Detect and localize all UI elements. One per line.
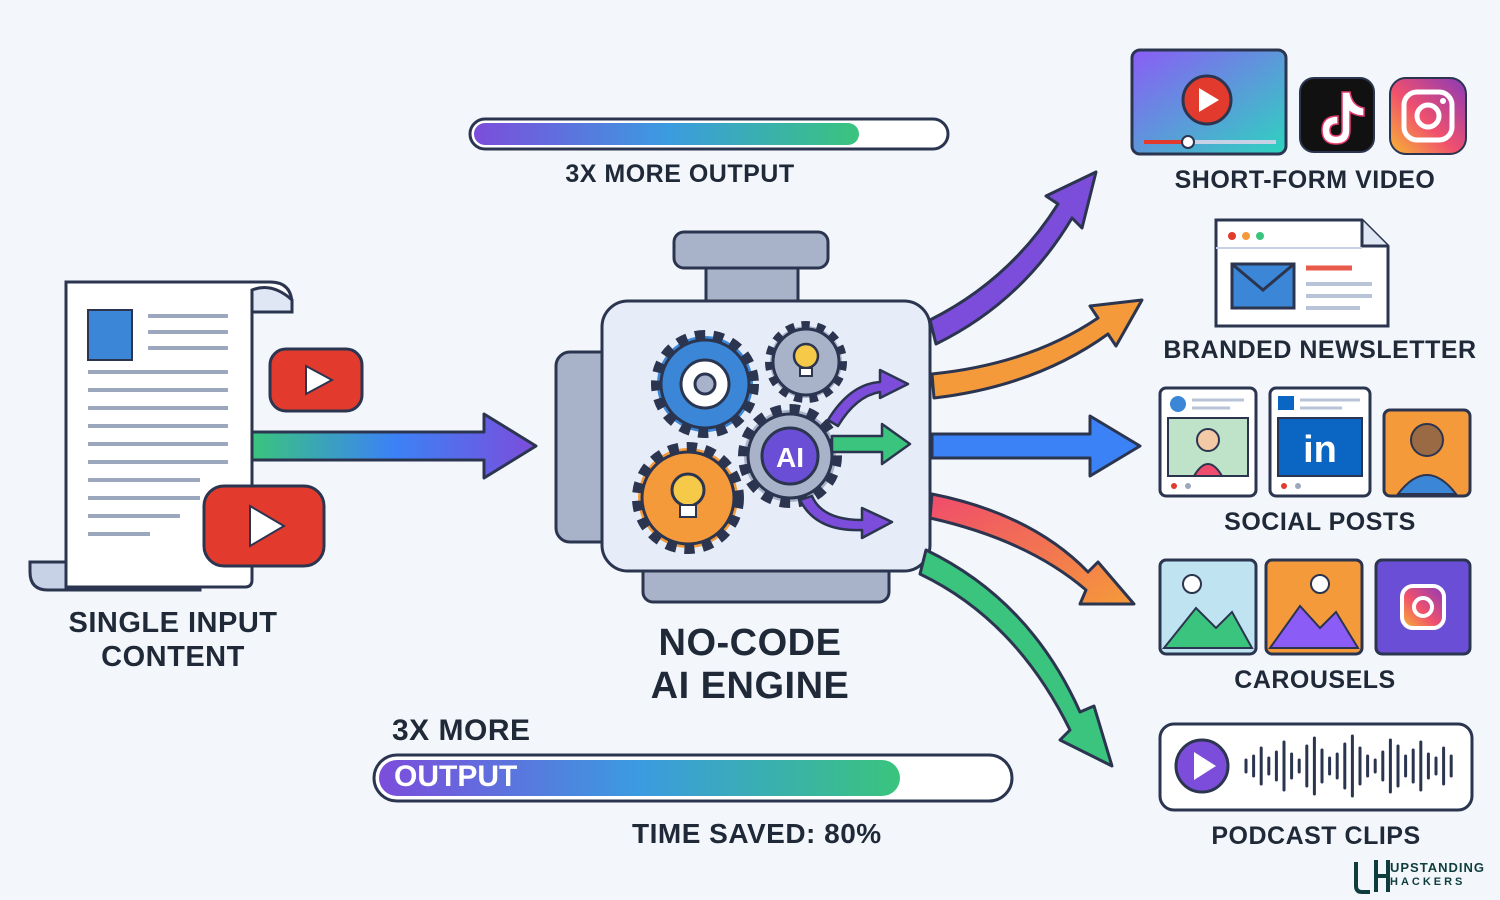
output-arrow [930,414,1142,478]
brand-logo: UPSTANDING HACKERS [1352,858,1498,894]
input-arrow [250,412,538,480]
output-label-podcast-clips: PODCAST CLIPS [1211,822,1421,850]
ai-chip-text: AI [776,442,804,473]
social-post-card [1158,386,1258,498]
avatar-card [1382,408,1472,498]
audio-waveform [1244,734,1453,798]
linkedin-icon [1277,417,1363,477]
output-label-social-posts: SOCIAL POSTS [1224,508,1416,536]
video-player-icon [1130,48,1288,156]
output-label-short-form-video: SHORT-FORM VIDEO [1174,166,1436,194]
lightbulb-gear-icon [632,442,744,554]
upstanding-hackers-logo-mark [1354,860,1390,894]
input-label: SINGLE INPUT CONTENT [40,606,306,674]
instagram-icon [1400,584,1446,630]
linkedin-post-card: in [1268,386,1372,498]
ai-engine-machine [554,230,932,604]
instagram-carousel-card [1374,558,1472,656]
lightbulb-gear-icon [765,321,847,403]
top-progress-fill [474,123,859,145]
carousel-image-card [1158,558,1258,656]
podcast-audio-player [1158,722,1474,812]
tiktok-icon [1299,77,1375,153]
engine-label-line1: NO-CODE [658,622,842,664]
engine-label: NO-CODE AI ENGINE [610,622,890,708]
engine-label-line2: AI ENGINE [650,665,850,707]
youtube-play-icon [268,347,364,413]
output-arrow [918,548,1114,768]
output-arrow [928,492,1136,606]
newsletter-browser-icon [1214,218,1390,328]
input-label-line1: SINGLE INPUT [68,607,278,639]
bottom-bar-heading: 3X MORE [392,714,531,747]
instagram-icon [1389,77,1467,155]
bottom-progress-fill [379,760,900,796]
time-saved-caption: TIME SAVED: 80% [632,818,882,849]
engine-internal-arrows [798,368,912,540]
output-arrow [930,298,1144,400]
linkedin-logo-text: in [1303,429,1337,471]
output-arrow [928,170,1098,346]
logo-line1: UPSTANDING [1390,860,1485,875]
settings-gear-icon [651,330,759,438]
ai-gear-icon: AI [738,404,842,508]
youtube-play-icon [202,484,326,568]
carousel-image-card [1264,558,1364,656]
top-bar-caption: 3X MORE OUTPUT [565,160,795,188]
output-label-branded-newsletter: BRANDED NEWSLETTER [1163,336,1477,364]
logo-line2: HACKERS [1390,876,1466,888]
output-label-carousels: CAROUSELS [1234,666,1396,694]
input-label-line2: CONTENT [101,641,245,673]
top-progress-bar [468,117,950,151]
bottom-bar-inner-text: OUTPUT [394,760,518,793]
bottom-progress-bar [372,753,1014,803]
